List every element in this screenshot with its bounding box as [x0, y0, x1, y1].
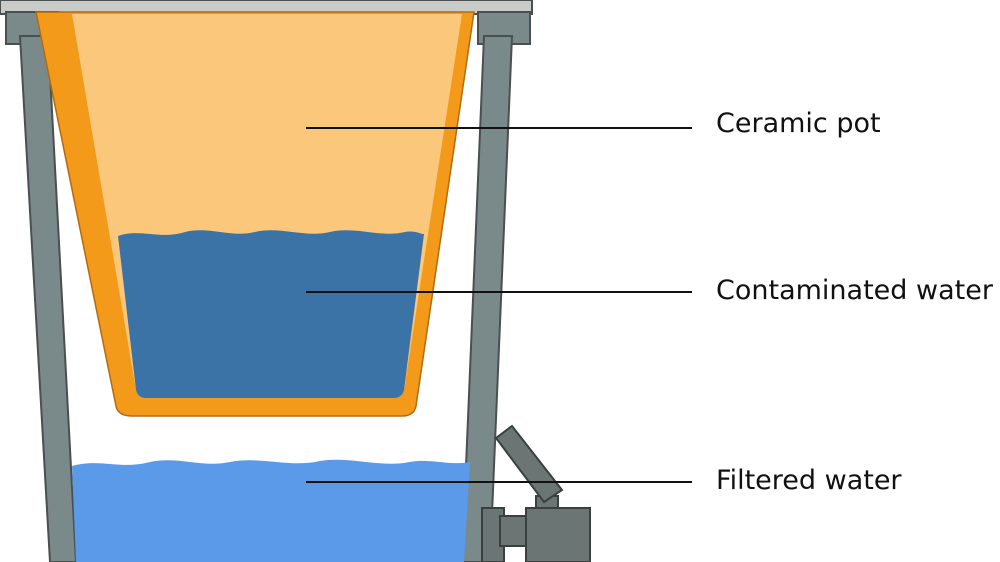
label-filtered-water: Filtered water [716, 465, 902, 496]
filtered-water [72, 459, 470, 562]
label-ceramic-pot: Ceramic pot [716, 108, 881, 139]
container-wall-left [18, 35, 78, 562]
tap-icon [481, 424, 591, 562]
contaminated-water [118, 230, 424, 398]
container-wall-right [460, 35, 514, 562]
label-contaminated-water: Contaminated water [716, 275, 993, 306]
